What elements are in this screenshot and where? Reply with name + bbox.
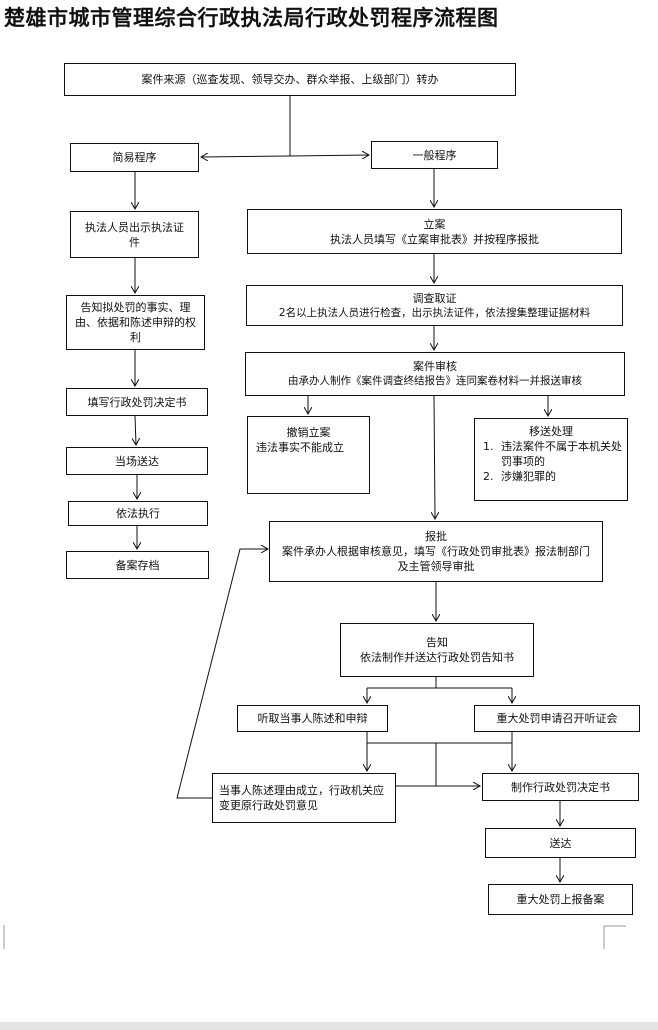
hear-statement-box: 听取当事人陈述和申辩	[237, 705, 388, 732]
file-case-title: 立案	[423, 217, 446, 231]
page-title: 楚雄市城市管理综合行政执法局行政处罚程序流程图	[4, 5, 499, 30]
transfer-item-2-text: 涉嫌犯罪的	[501, 470, 556, 483]
general-procedure-box: 一般程序	[371, 141, 498, 169]
investigate-box: 调查取证 2名以上执法人员进行检查，出示执法证件，依法搜集整理证据材料	[246, 285, 623, 326]
transfer-item-1-text: 违法案件不属于本机关处罚事项的	[501, 440, 622, 468]
approve-box: 报批 案件承办人根据审核意见，填写《行政处罚审批表》报法制部门及主管领导审批	[269, 521, 603, 582]
execute-box: 依法执行	[68, 501, 208, 526]
make-decision-label: 制作行政处罚决定书	[511, 780, 610, 794]
deliver-label: 送达	[549, 836, 572, 850]
show-id-box: 执法人员出示执法证件	[70, 211, 199, 258]
fill-decision-label: 填写行政处罚决定书	[87, 395, 187, 409]
inform-rights-box: 告知拟处罚的事实、理由、依据和陈述申辩的权利	[66, 295, 205, 350]
revoke-case-title: 撤销立案	[286, 426, 331, 439]
execute-label: 依法执行	[116, 507, 160, 520]
report-major-label: 重大处罚上报备案	[516, 893, 605, 906]
fill-decision-box: 填写行政处罚决定书	[66, 388, 208, 416]
inform-rights-label: 告知拟处罚的事实、理由、依据和陈述申辩的权利	[75, 301, 196, 344]
deliver-box: 送达	[485, 828, 636, 858]
transfer-item-1-marker: 1.	[483, 440, 494, 453]
approve-detail: 案件承办人根据审核意见，填写《行政处罚审批表》报法制部门及主管领导审批	[282, 545, 590, 573]
investigate-title: 调查取证	[412, 291, 457, 305]
arrow-to-simple	[201, 156, 291, 157]
case-source-box: 案件来源（巡查发现、领导交办、群众举报、上级部门）转办	[64, 63, 516, 96]
transfer-item-2-marker: 2.	[483, 470, 494, 483]
investigate-detail: 2名以上执法人员进行检查，出示执法证件，依法搜集整理证据材料	[278, 306, 591, 319]
general-procedure-label: 一般程序	[412, 148, 457, 162]
file-case-box: 立案 执法人员填写《立案审批表》并按程序报批	[247, 209, 622, 254]
review-detail: 由承办人制作《案件调查终结报告》连同案卷材料一并报送审核	[288, 375, 582, 387]
page-corner-mark-left	[3, 925, 5, 949]
notify-detail: 依法制作并送达行政处罚告知书	[360, 651, 514, 664]
deliver-onsite-label: 当场送达	[115, 454, 159, 468]
simple-procedure-box: 简易程序	[70, 143, 199, 172]
file-case-detail: 执法人员填写《立案审批表》并按程序报批	[330, 232, 539, 246]
arrow-to-general	[289, 155, 369, 156]
change-opinion-label: 当事人陈述理由成立，行政机关应变更原行政处罚意见	[219, 784, 384, 812]
deliver-onsite-box: 当场送达	[66, 447, 208, 475]
transfer-item-2: 2. 涉嫌犯罪的	[475, 469, 627, 484]
transfer-title: 移送处理	[529, 425, 573, 438]
hearing-box: 重大处罚申请召开听证会	[474, 705, 640, 732]
make-decision-box: 制作行政处罚决定书	[482, 773, 639, 801]
bottom-scroll-bar	[0, 1022, 658, 1030]
hear-statement-label: 听取当事人陈述和申辩	[257, 712, 368, 725]
simple-procedure-label: 简易程序	[112, 151, 157, 164]
arrow-feedback-to-approve	[176, 549, 268, 799]
review-box: 案件审核 由承办人制作《案件调查终结报告》连同案卷材料一并报送审核	[245, 352, 625, 396]
archive-box: 备案存档	[66, 551, 209, 579]
case-source-label: 案件来源（巡查发现、领导交办、群众举报、上级部门）转办	[141, 73, 439, 86]
page-corner-mark-right	[603, 925, 626, 949]
transfer-item-1: 1. 违法案件不属于本机关处罚事项的	[475, 439, 627, 469]
hearing-label: 重大处罚申请召开听证会	[496, 712, 618, 725]
archive-label: 备案存档	[115, 558, 160, 572]
revoke-case-detail: 违法事实不能成立	[256, 441, 344, 454]
show-id-label: 执法人员出示执法证件	[85, 220, 184, 249]
report-major-box: 重大处罚上报备案	[488, 884, 633, 915]
revoke-case-box: 撤销立案 违法事实不能成立	[247, 416, 370, 494]
transfer-box: 移送处理 1. 违法案件不属于本机关处罚事项的 2. 涉嫌犯罪的	[474, 418, 628, 501]
change-opinion-box: 当事人陈述理由成立，行政机关应变更原行政处罚意见	[212, 773, 396, 823]
approve-title: 报批	[425, 530, 447, 543]
arrow-fill-to-deliver	[135, 415, 136, 445]
notify-box: 告知 依法制作并送达行政处罚告知书	[340, 623, 534, 677]
review-title: 案件审核	[413, 360, 457, 373]
arrow-review-to-approve	[434, 395, 435, 519]
notify-title: 告知	[426, 636, 448, 649]
